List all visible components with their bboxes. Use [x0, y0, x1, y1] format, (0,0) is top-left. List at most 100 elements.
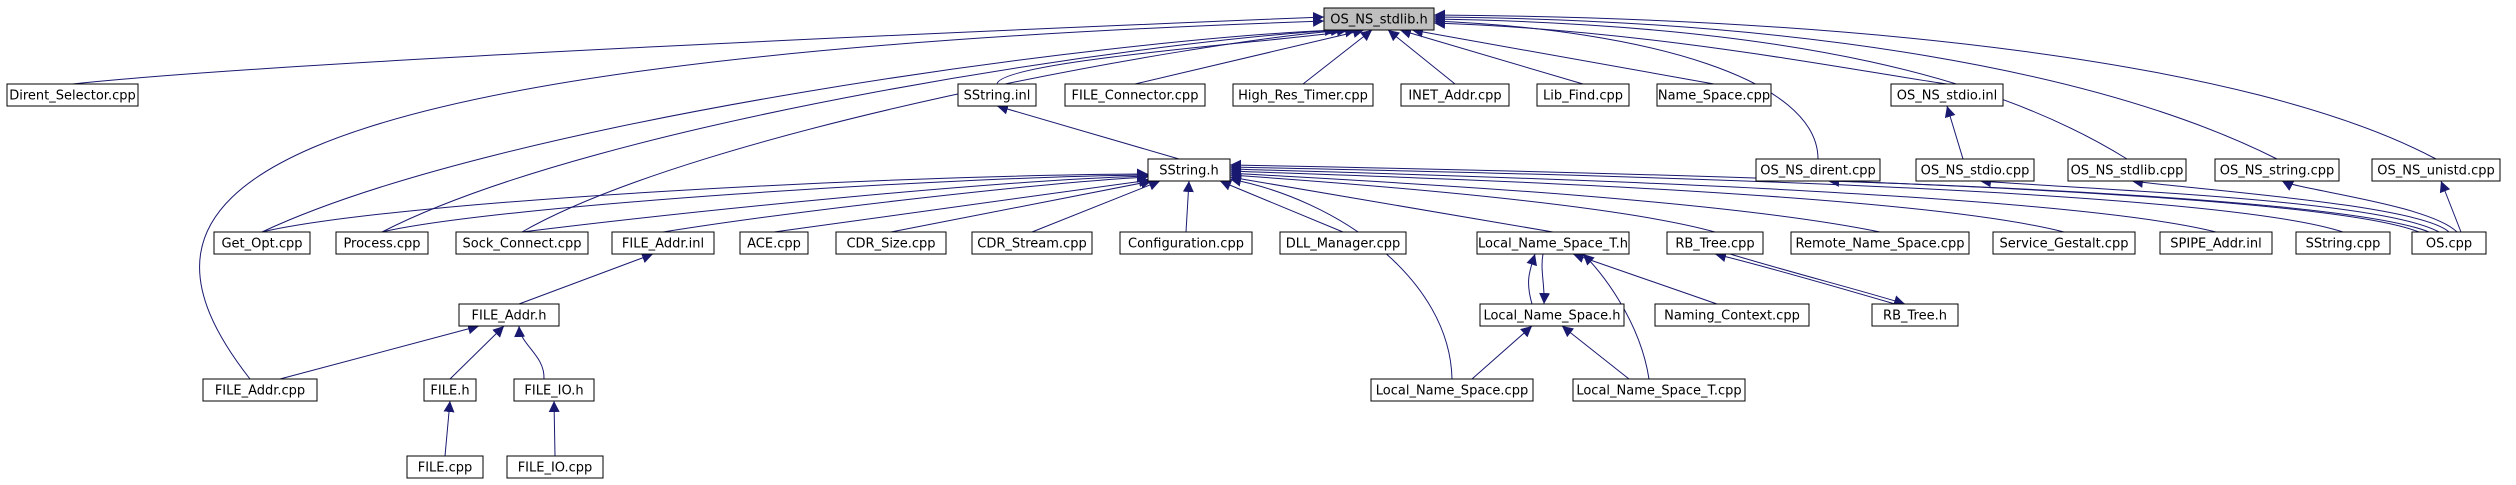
node-file-addr-inl[interactable]: FILE_Addr.inl: [611, 231, 715, 255]
node-os-ns-stdio-inl[interactable]: OS_NS_stdio.inl: [1890, 83, 2004, 107]
node-os-ns-unistd-cpp[interactable]: OS_NS_unistd.cpp: [2371, 158, 2501, 182]
node-remote-name-space-cpp[interactable]: Remote_Name_Space.cpp: [1790, 231, 1970, 255]
edge-rb-tree-cpp-to-sstring-h: [1229, 170, 1716, 233]
edge-rb-tree-cpp-to-rb-tree-h: [1729, 253, 1906, 306]
node-label: FILE.cpp: [418, 461, 473, 476]
edge-file-cpp-to-file-h: [443, 400, 455, 457]
node-box: [1656, 83, 1772, 107]
edge-os-ns-dirent-cpp-to-os-ns-stdlib-h: [1433, 15, 1819, 160]
node-file-h[interactable]: FILE.h: [423, 378, 477, 402]
node-sock-connect-cpp[interactable]: Sock_Connect.cpp: [455, 231, 589, 255]
edge-sstring-inl-to-os-ns-stdlib-h: [996, 26, 1357, 85]
node-file-connector-cpp[interactable]: FILE_Connector.cpp: [1064, 83, 1206, 107]
node-label: OS.cpp: [2426, 237, 2472, 252]
node-label: FILE_Addr.h: [472, 309, 547, 324]
node-label: INET_Addr.cpp: [1408, 89, 1501, 104]
edge-local-name-space-h-to-local-name-space-t-h: [1526, 253, 1537, 305]
node-file-io-cpp[interactable]: FILE_IO.cpp: [506, 455, 604, 479]
edge-sock-connect-cpp-to-sstring-h: [521, 170, 1149, 233]
node-box: [6, 83, 139, 107]
node-label: Naming_Context.cpp: [1664, 309, 1800, 324]
node-inet-addr-cpp[interactable]: INET_Addr.cpp: [1400, 83, 1510, 107]
edge-os-ns-unistd-cpp-to-os-ns-stdlib-h: [1433, 9, 2437, 160]
node-label: Process.cpp: [343, 237, 420, 252]
node-sstring-inl[interactable]: SString.inl: [957, 83, 1037, 107]
node-spipe-addr-inl[interactable]: SPIPE_Addr.inl: [2159, 231, 2273, 255]
node-file-addr-cpp[interactable]: FILE_Addr.cpp: [202, 378, 318, 402]
edge-sstring-h-to-sstring-inl: [996, 103, 1180, 160]
edge-file-connector-cpp-to-os-ns-stdlib-h: [1134, 27, 1365, 85]
node-rb-tree-h[interactable]: RB_Tree.h: [1871, 303, 1959, 327]
node-box: [1232, 83, 1374, 107]
node-sstring-h[interactable]: SString.h: [1147, 158, 1231, 182]
node-box: [335, 231, 429, 255]
node-box: [739, 231, 809, 255]
node-ace-cpp[interactable]: ACE.cpp: [739, 231, 809, 255]
edge-ace-cpp-to-sstring-h: [773, 176, 1151, 233]
node-local-name-space-h[interactable]: Local_Name_Space.h: [1479, 303, 1625, 327]
node-os-ns-stdlib-h[interactable]: OS_NS_stdlib.h: [1323, 7, 1435, 31]
node-label: RB_Tree.cpp: [1675, 237, 1754, 252]
node-cdr-stream-cpp[interactable]: CDR_Stream.cpp: [971, 231, 1093, 255]
node-local-name-space-t-h[interactable]: Local_Name_Space_T.h: [1476, 231, 1630, 255]
edge-remote-name-space-cpp-to-sstring-h: [1229, 168, 1881, 233]
node-dirent-selector-cpp[interactable]: Dirent_Selector.cpp: [6, 83, 139, 107]
node-os-ns-stdlib-cpp[interactable]: OS_NS_stdlib.cpp: [2067, 158, 2187, 182]
node-os-ns-dirent-cpp[interactable]: OS_NS_dirent.cpp: [1755, 158, 1881, 182]
node-cdr-size-cpp[interactable]: CDR_Size.cpp: [835, 231, 947, 255]
edge-sstring-cpp-to-sstring-h: [1229, 161, 2344, 233]
node-box: [2067, 158, 2187, 182]
node-label: ACE.cpp: [747, 237, 801, 252]
node-box: [1279, 231, 1407, 255]
node-high-res-timer-cpp[interactable]: High_Res_Timer.cpp: [1232, 83, 1374, 107]
node-label: High_Res_Timer.cpp: [1238, 89, 1368, 104]
edge-os-cpp-to-os-ns-stdlib-cpp: [2131, 176, 2450, 233]
node-box: [611, 231, 715, 255]
node-box: [513, 378, 595, 402]
node-local-name-space-t-cpp[interactable]: Local_Name_Space_T.cpp: [1572, 378, 1746, 402]
node-rb-tree-cpp[interactable]: RB_Tree.cpp: [1666, 231, 1764, 255]
node-label: OS_NS_stdio.cpp: [1921, 164, 2030, 179]
node-label: SString.inl: [964, 89, 1031, 104]
node-box: [1323, 7, 1435, 31]
node-file-cpp[interactable]: FILE.cpp: [406, 455, 484, 479]
node-os-ns-stdio-cpp[interactable]: OS_NS_stdio.cpp: [1915, 158, 2035, 182]
node-os-ns-string-cpp[interactable]: OS_NS_string.cpp: [2214, 158, 2340, 182]
node-os-cpp[interactable]: OS.cpp: [2411, 231, 2487, 255]
node-box: [1064, 83, 1206, 107]
node-label: Service_Gestalt.cpp: [2000, 237, 2129, 252]
node-box: [1147, 158, 1231, 182]
node-box: [2159, 231, 2273, 255]
node-label: FILE_Addr.inl: [622, 237, 704, 252]
node-label: Local_Name_Space.h: [1483, 309, 1620, 324]
node-label: OS_NS_stdlib.cpp: [2071, 164, 2184, 179]
edge-os-cpp-to-os-ns-unistd-cpp: [2439, 180, 2462, 233]
edge-file-io-h-to-file-addr-h: [514, 325, 545, 380]
edge-os-ns-stdio-inl-to-os-ns-stdlib-h: [1433, 17, 1948, 85]
node-box: [2295, 231, 2391, 255]
node-get-opt-cpp[interactable]: Get_Opt.cpp: [213, 231, 311, 255]
node-dll-manager-cpp[interactable]: DLL_Manager.cpp: [1279, 231, 1407, 255]
edge-os-cpp-to-os-ns-dirent-cpp: [1827, 175, 2430, 233]
node-naming-context-cpp[interactable]: Naming_Context.cpp: [1654, 303, 1810, 327]
node-sstring-cpp[interactable]: SString.cpp: [2295, 231, 2391, 255]
node-process-cpp[interactable]: Process.cpp: [335, 231, 429, 255]
node-label: FILE_Addr.cpp: [215, 384, 305, 399]
node-file-io-h[interactable]: FILE_IO.h: [513, 378, 595, 402]
node-lib-find-cpp[interactable]: Lib_Find.cpp: [1536, 83, 1630, 107]
node-box: [1370, 378, 1534, 402]
node-configuration-cpp[interactable]: Configuration.cpp: [1119, 231, 1253, 255]
edge-local-name-space-t-cpp-to-local-name-space-t-h: [1582, 253, 1650, 380]
node-box: [957, 83, 1037, 107]
edge-configuration-cpp-to-sstring-h: [1182, 180, 1194, 233]
node-local-name-space-cpp[interactable]: Local_Name_Space.cpp: [1370, 378, 1534, 402]
edge-local-name-space-cpp-to-local-name-space-h: [1471, 325, 1533, 380]
node-name-space-cpp[interactable]: Name_Space.cpp: [1656, 83, 1772, 107]
edge-local-name-space-t-h-to-sstring-h: [1229, 173, 1554, 233]
node-box: [202, 378, 318, 402]
node-file-addr-h[interactable]: FILE_Addr.h: [458, 303, 560, 327]
node-service-gestalt-cpp[interactable]: Service_Gestalt.cpp: [1992, 231, 2136, 255]
edges-layer: [72, 9, 2462, 457]
